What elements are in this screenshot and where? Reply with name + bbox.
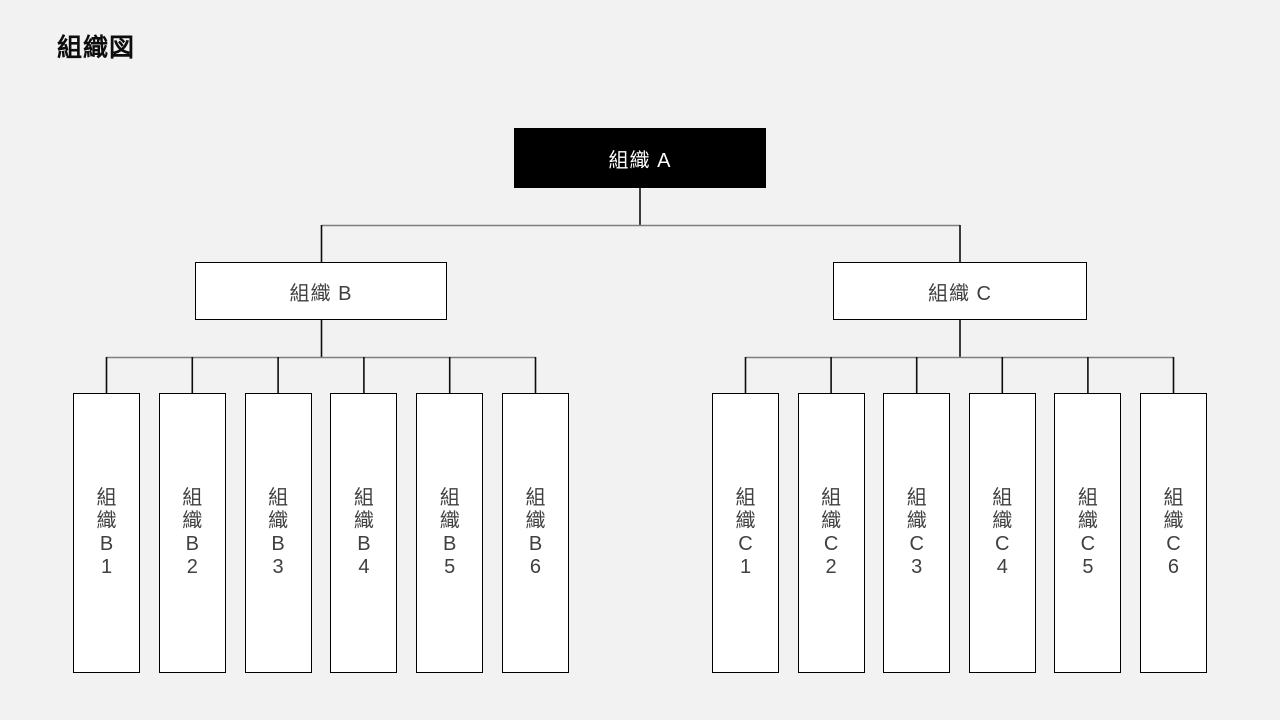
org-box-b1[interactable]: 組 織 B 1 bbox=[73, 393, 140, 673]
org-box-c5[interactable]: 組 織 C 5 bbox=[1054, 393, 1122, 673]
org-box-c2-label: 組 織 C 2 bbox=[821, 487, 842, 578]
org-box-b5[interactable]: 組 織 B 5 bbox=[416, 393, 484, 673]
org-box-c5-label: 組 織 C 5 bbox=[1077, 487, 1098, 578]
page-title: 組織図 bbox=[57, 34, 136, 62]
org-box-b4[interactable]: 組 織 B 4 bbox=[330, 393, 398, 673]
org-box-b2-label: 組 織 B 2 bbox=[182, 487, 203, 578]
org-box-a-label: 組織 A bbox=[608, 149, 672, 172]
org-box-c-label: 組織 C bbox=[928, 282, 992, 305]
org-box-b6[interactable]: 組 織 B 6 bbox=[501, 393, 569, 673]
org-box-c3-label: 組 織 C 3 bbox=[906, 487, 927, 578]
org-box-c4[interactable]: 組 織 C 4 bbox=[968, 393, 1036, 673]
org-box-c[interactable]: 組織 C bbox=[833, 262, 1087, 320]
org-box-c1[interactable]: 組 織 C 1 bbox=[712, 393, 779, 673]
org-box-c1-label: 組 織 C 1 bbox=[735, 487, 756, 578]
org-box-c4-label: 組 織 C 4 bbox=[992, 487, 1013, 578]
org-box-b1-label: 組 織 B 1 bbox=[96, 487, 117, 578]
org-box-b3-label: 組 織 B 3 bbox=[268, 487, 289, 578]
org-box-c3[interactable]: 組 織 C 3 bbox=[883, 393, 951, 673]
org-box-b6-label: 組 織 B 6 bbox=[525, 487, 546, 578]
org-box-c6[interactable]: 組 織 C 6 bbox=[1139, 393, 1207, 673]
org-box-a[interactable]: 組織 A bbox=[514, 128, 766, 188]
org-box-b2[interactable]: 組 織 B 2 bbox=[158, 393, 226, 673]
org-box-b-label: 組織 B bbox=[289, 282, 353, 305]
org-box-c6-label: 組 織 C 6 bbox=[1163, 487, 1184, 578]
org-box-c2[interactable]: 組 織 C 2 bbox=[797, 393, 865, 673]
b-children-row: 組 織 B 1 組 織 B 2 組 織 B 3 組 織 B 4 組 織 B 5 … bbox=[73, 393, 569, 673]
c-children-row: 組 織 C 1 組 織 C 2 組 織 C 3 組 織 C 4 組 織 C 5 … bbox=[712, 393, 1207, 673]
org-box-b3[interactable]: 組 織 B 3 bbox=[244, 393, 312, 673]
org-box-b4-label: 組 織 B 4 bbox=[353, 487, 374, 578]
org-box-b5-label: 組 織 B 5 bbox=[439, 487, 460, 578]
org-box-b[interactable]: 組織 B bbox=[195, 262, 447, 320]
